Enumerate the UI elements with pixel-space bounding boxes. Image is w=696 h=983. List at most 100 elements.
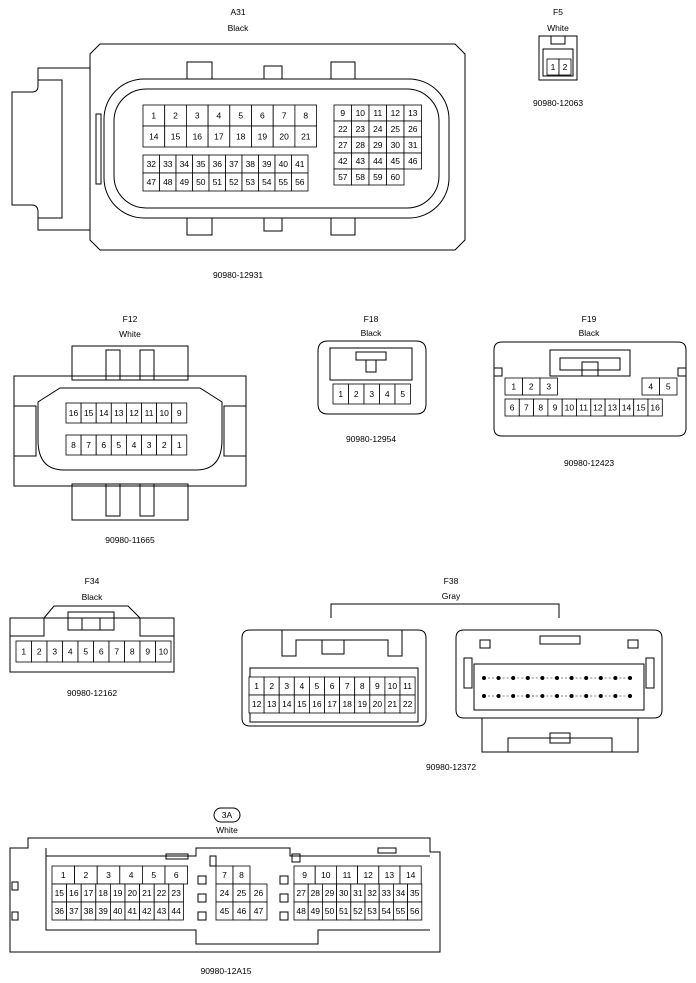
pin-number: 38 — [84, 906, 94, 916]
pin-number: 23 — [356, 124, 366, 134]
f12-latch-part — [105, 483, 121, 517]
pin-number: 48 — [296, 906, 306, 916]
f5-tab — [550, 35, 566, 45]
pin-number: 53 — [246, 177, 256, 187]
pin-number: 19 — [113, 888, 123, 898]
pin-number: 35 — [196, 159, 206, 169]
f34-latch — [43, 605, 141, 619]
a31-tab — [186, 217, 213, 236]
pin-number: 16 — [69, 408, 79, 418]
pin-number: 2 — [37, 647, 42, 657]
3a-part-number: 90980-12A15 — [200, 966, 251, 976]
pin-number: 1 — [21, 647, 26, 657]
pin-number: 4 — [300, 681, 305, 691]
3a-id: 3A — [222, 810, 233, 820]
f12-latch-part — [105, 349, 121, 381]
f19-latch-area — [549, 349, 631, 377]
pin-number: 18 — [342, 699, 352, 709]
pin-number: 32 — [367, 888, 377, 898]
pin-number: 2 — [529, 382, 534, 392]
pin-number: 14 — [622, 403, 632, 413]
pin-number: 24 — [220, 888, 230, 898]
f19-notch — [677, 367, 687, 377]
pin-number: 8 — [538, 403, 543, 413]
pin-number: 53 — [367, 906, 377, 916]
pin-number: 42 — [338, 156, 348, 166]
pin-number: 20 — [279, 132, 289, 142]
pin-number: 49 — [180, 177, 190, 187]
pin-number: 20 — [128, 888, 138, 898]
f5-part-number: 90980-12063 — [533, 98, 583, 108]
pin-number: 52 — [353, 906, 363, 916]
pin-number: 3 — [106, 870, 111, 880]
pin-number: 30 — [339, 888, 349, 898]
pin-number: 37 — [229, 159, 239, 169]
pin-cell — [291, 172, 309, 192]
pin-number: 37 — [69, 906, 79, 916]
pin-number: 3 — [546, 382, 551, 392]
pin-number: 6 — [260, 111, 265, 121]
3a-tab — [291, 853, 301, 863]
f38-rear-skirt — [481, 718, 639, 753]
3a-face-outline — [45, 848, 430, 945]
pin-number: 21 — [301, 132, 311, 142]
pin-number: 2 — [84, 870, 89, 880]
f38-rear-terminals — [482, 676, 632, 698]
a31-tab — [330, 61, 356, 80]
pin-number: 18 — [236, 132, 246, 142]
pin-number: 29 — [373, 140, 383, 150]
a31-face-inner — [113, 88, 440, 209]
f34-color: Black — [82, 592, 104, 602]
f12-id: F12 — [123, 314, 138, 324]
pin-number: 36 — [55, 906, 65, 916]
f12-color: White — [119, 329, 141, 339]
f38-rear-skirt-inner — [507, 737, 613, 753]
f12-part-number: 90980-11665 — [105, 535, 155, 545]
pin-cell — [399, 694, 416, 714]
pin-number: 8 — [360, 681, 365, 691]
pin-cell — [407, 901, 423, 921]
pin-number: 8 — [130, 647, 135, 657]
a31-id: A31 — [230, 7, 245, 17]
pin-number: 2 — [563, 62, 568, 72]
pin-number: 55 — [279, 177, 289, 187]
f38-rear-tab — [479, 639, 491, 649]
3a-key — [197, 893, 207, 903]
a31-rib — [95, 113, 102, 185]
pin-number: 15 — [297, 699, 307, 709]
pin-number: 39 — [98, 906, 108, 916]
3a-housing — [9, 837, 441, 953]
pin-number: 45 — [220, 906, 230, 916]
a31-latch — [11, 67, 90, 231]
pin-number: 1 — [177, 440, 182, 450]
pin-number: 41 — [128, 906, 138, 916]
pin-number: 47 — [254, 906, 264, 916]
pin-number: 11 — [343, 870, 352, 880]
f12-side — [223, 405, 247, 457]
pin-number: 4 — [132, 440, 137, 450]
pin-number: 6 — [510, 403, 515, 413]
pin-number: 41 — [295, 159, 305, 169]
pin-number: 3 — [195, 111, 200, 121]
pin-number: 9 — [145, 647, 150, 657]
3a-key — [197, 911, 207, 921]
pin-number: 9 — [375, 681, 380, 691]
pin-number: 1 — [511, 382, 516, 392]
f38-rear-tab — [549, 732, 571, 744]
pin-number: 1 — [551, 62, 556, 72]
pin-number: 13 — [408, 108, 418, 118]
pin-number: 31 — [408, 140, 418, 150]
pin-number: 49 — [311, 906, 321, 916]
pin-number: 28 — [356, 140, 366, 150]
pin-number: 7 — [524, 403, 529, 413]
f38-id: F38 — [444, 576, 459, 586]
3a-tab — [377, 847, 397, 854]
